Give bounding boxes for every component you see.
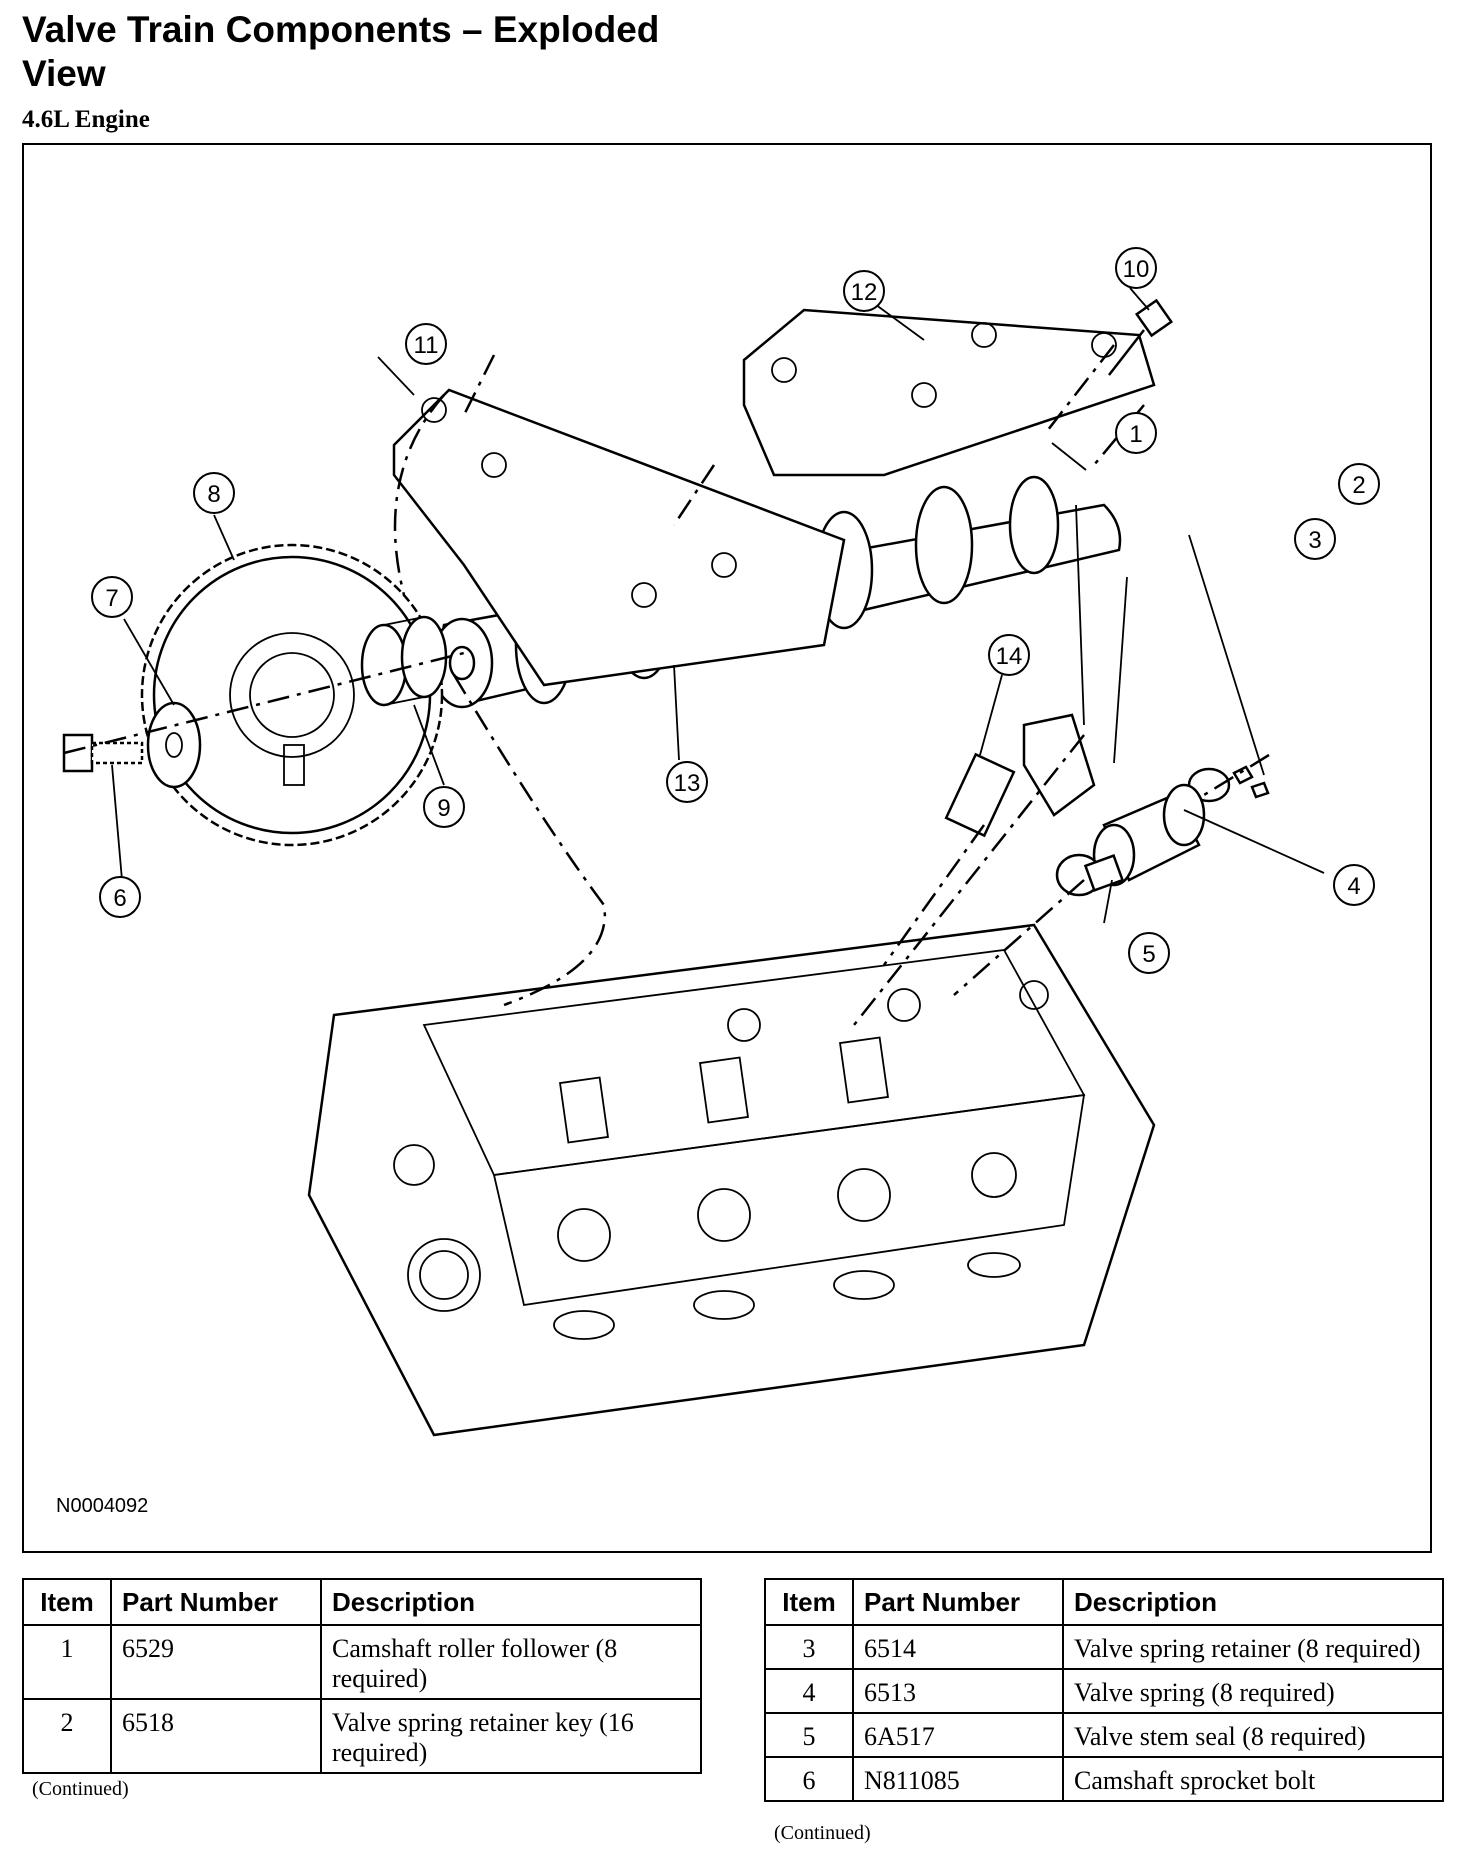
spacer (360, 615, 448, 707)
column-header-item: Item (22, 1578, 112, 1626)
leader-lines (111, 287, 1325, 924)
table-row: 2 6518 Valve spring retainer key (16 req… (22, 1698, 702, 1774)
item-cell: 2 (22, 1698, 112, 1774)
callout-4: 4 (1333, 864, 1375, 906)
svg-text:12: 12 (851, 279, 878, 306)
column-header-description: Description (320, 1578, 702, 1626)
item-cell: 4 (764, 1668, 854, 1714)
description-cell: Camshaft sprocket bolt (1062, 1756, 1444, 1802)
description-cell: Valve spring (8 required) (1062, 1668, 1444, 1714)
part-number-cell: N811085 (852, 1756, 1064, 1802)
part-number-cell: 6529 (110, 1624, 322, 1700)
sprocket-bolt (62, 733, 144, 773)
svg-text:3: 3 (1308, 527, 1321, 554)
item-cell: 5 (764, 1712, 854, 1758)
table-row: 5 6A517 Valve stem seal (8 required) (764, 1712, 1444, 1758)
part-number-cell: 6518 (110, 1698, 322, 1774)
svg-text:10: 10 (1123, 256, 1150, 283)
page-title: Valve Train Components – Exploded View (22, 9, 660, 94)
valve-spring (1092, 783, 1206, 887)
svg-text:1: 1 (1129, 421, 1142, 448)
callout-2: 2 (1338, 463, 1380, 505)
svg-text:11: 11 (414, 332, 439, 359)
svg-text:9: 9 (437, 795, 450, 822)
table-row: 1 6529 Camshaft roller follower (8 requi… (22, 1624, 702, 1700)
callout-11: 11 (405, 323, 447, 365)
svg-text:8: 8 (207, 481, 220, 508)
table-row: 6 N811085 Camshaft sprocket bolt (764, 1756, 1444, 1802)
svg-text:4: 4 (1347, 873, 1360, 900)
description-cell: Valve stem seal (8 required) (1062, 1712, 1444, 1758)
column-header-part-number: Part Number (110, 1578, 322, 1626)
lash-adjuster (944, 752, 1016, 838)
item-cell: 6 (764, 1756, 854, 1802)
item-cell: 1 (22, 1624, 112, 1700)
svg-text:5: 5 (1142, 941, 1155, 968)
callout-12: 12 (843, 270, 885, 312)
part-number-cell: 6513 (852, 1668, 1064, 1714)
description-cell: Valve spring retainer key (16 required) (320, 1698, 702, 1774)
item-cell: 3 (764, 1624, 854, 1670)
callout-3: 3 (1294, 518, 1336, 560)
description-cell: Valve spring retainer (8 required) (1062, 1624, 1444, 1670)
callout-8: 8 (193, 472, 235, 514)
part-number-cell: 6514 (852, 1624, 1064, 1670)
camshaft-sprocket (140, 543, 444, 847)
callout-1: 1 (1115, 412, 1157, 454)
part-number-cell: 6A517 (852, 1712, 1064, 1758)
continued-note-left: (Continued) (32, 1778, 129, 1800)
callout-14: 14 (988, 634, 1030, 676)
svg-text:2: 2 (1352, 472, 1365, 499)
page-subtitle: 4.6L Engine (22, 106, 150, 133)
column-header-description: Description (1062, 1578, 1444, 1626)
roller-follower (1022, 713, 1096, 817)
exploded-view-figure: 1 2 3 4 5 6 7 8 (22, 143, 1432, 1553)
exploded-view-drawing: 1 2 3 4 5 6 7 8 (62, 247, 1380, 1437)
callout-10: 10 (1115, 247, 1157, 289)
continued-note-right: (Continued) (774, 1822, 871, 1844)
callout-6: 6 (99, 876, 141, 918)
callout-9: 9 (423, 786, 465, 828)
bearing-cap-11 (392, 388, 846, 687)
bearing-cap-12 (742, 308, 1156, 477)
svg-text:6: 6 (113, 885, 126, 912)
callout-13: 13 (666, 761, 708, 803)
parts-table-right: Item Part Number Description 3 6514 Valv… (764, 1578, 1444, 1802)
cylinder-head (307, 923, 1156, 1437)
svg-text:14: 14 (996, 643, 1023, 670)
table-row: 4 6513 Valve spring (8 required) (764, 1668, 1444, 1714)
column-header-part-number: Part Number (852, 1578, 1064, 1626)
callout-5: 5 (1128, 932, 1170, 974)
washer (146, 701, 202, 789)
retainer-key (1232, 765, 1254, 785)
svg-text:13: 13 (674, 770, 701, 797)
column-header-item: Item (764, 1578, 854, 1626)
table-row: 3 6514 Valve spring retainer (8 required… (764, 1624, 1444, 1670)
callout-7: 7 (91, 576, 133, 618)
parts-table-left: Item Part Number Description 1 6529 Cams… (22, 1578, 702, 1774)
valve-stem-seal (1055, 853, 1125, 897)
description-cell: Camshaft roller follower (8 required) (320, 1624, 702, 1700)
svg-text:7: 7 (105, 585, 118, 612)
figure-id: N0004092 (56, 1495, 149, 1517)
